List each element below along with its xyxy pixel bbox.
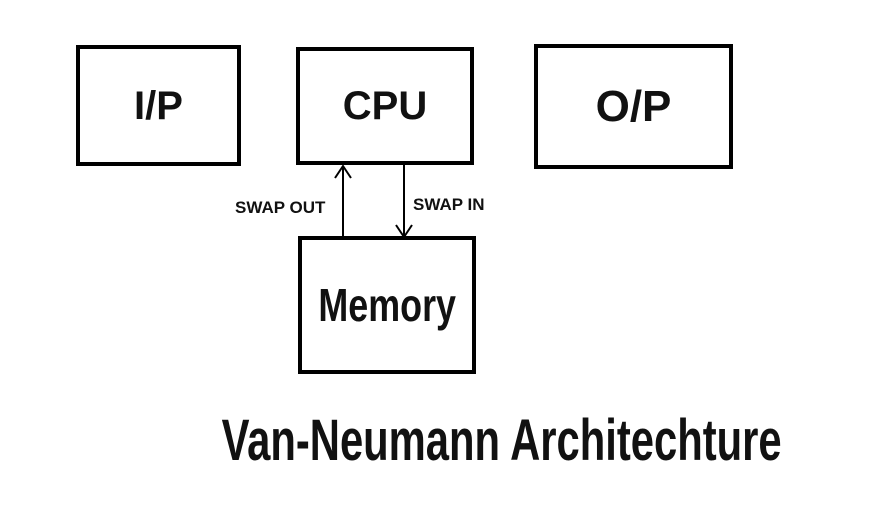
diagram-title: Van-Neumann Architechture — [221, 408, 782, 473]
input-box-label: I/P — [134, 83, 183, 128]
cpu-box: CPU — [296, 47, 474, 165]
memory-box: Memory — [298, 236, 476, 374]
swap-in-label: SWAP IN — [413, 195, 485, 214]
memory-box-label: Memory — [318, 279, 456, 331]
swap-out-arrow — [334, 164, 352, 238]
output-box-label: O/P — [595, 81, 672, 131]
input-box: I/P — [76, 45, 241, 166]
swap-in-arrow — [395, 164, 413, 239]
cpu-box-label: CPU — [342, 84, 428, 128]
swap-out-label: SWAP OUT — [235, 198, 326, 217]
output-box: O/P — [534, 44, 733, 169]
